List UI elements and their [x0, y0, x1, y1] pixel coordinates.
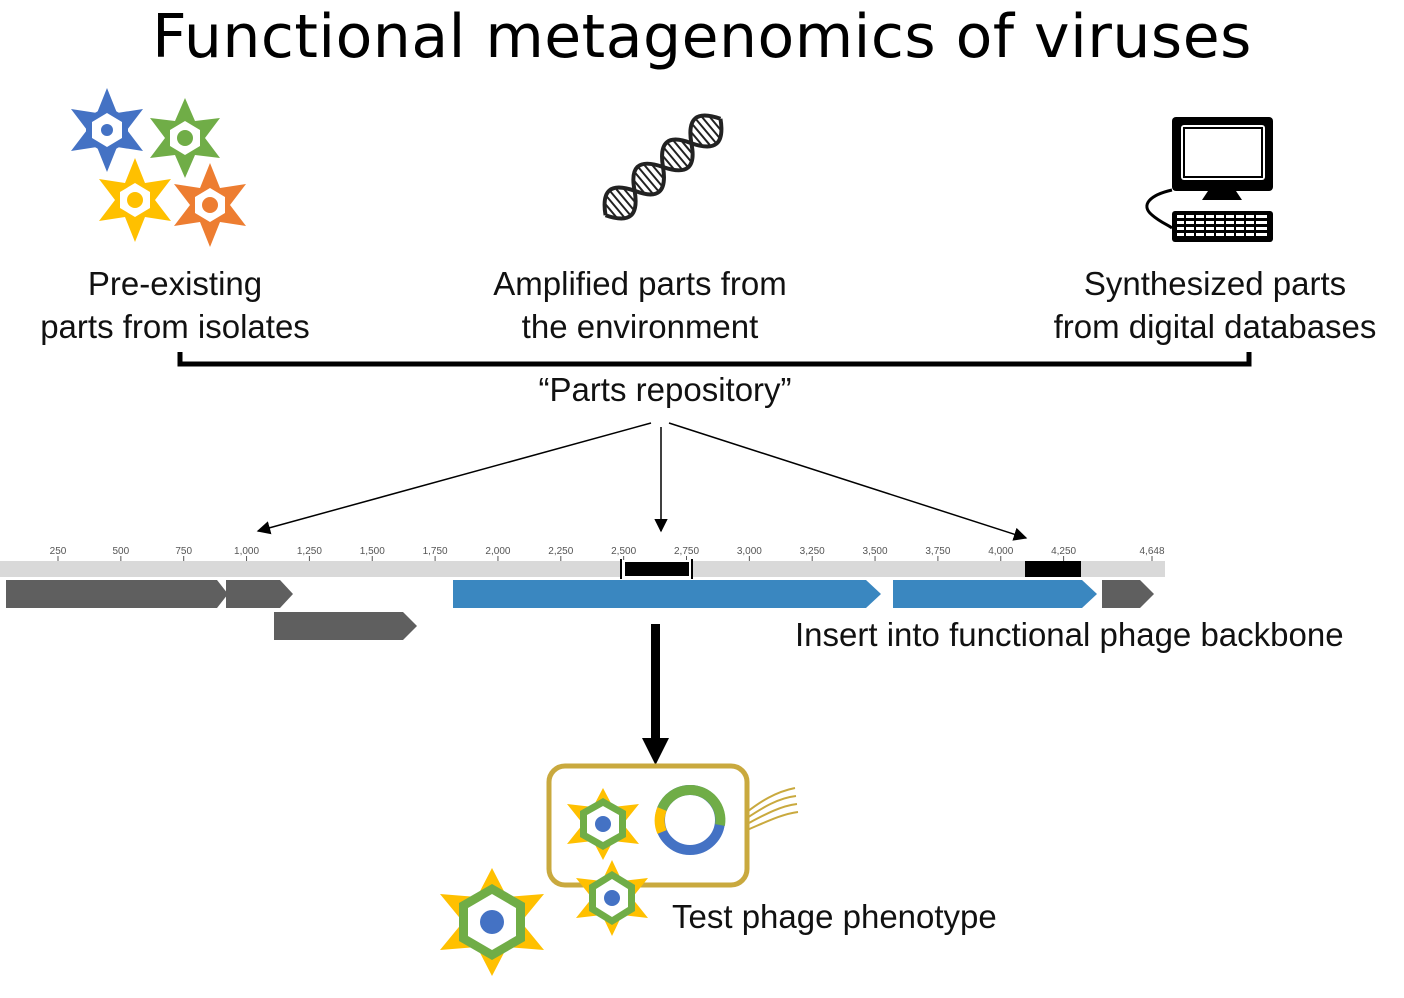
- viral-parts-icon: [71, 88, 246, 247]
- source-label-databases: Synthesized parts from digital databases: [1030, 262, 1400, 348]
- plasmid: [654, 784, 726, 855]
- ruler-tick-label: 4,648: [1139, 546, 1164, 557]
- phage-particle: [576, 860, 648, 936]
- gene-tracks: [6, 580, 1154, 640]
- ruler-tick-label: 1,250: [297, 546, 322, 557]
- label-line: Amplified parts from: [493, 265, 787, 302]
- blue-gene: [893, 580, 1097, 608]
- down-arrow: [642, 624, 669, 765]
- phenotype-label: Test phage phenotype: [672, 898, 997, 935]
- backbone-label: Insert into functional phage backbone: [795, 616, 1344, 653]
- ruler-tick-label: 1,000: [234, 546, 259, 557]
- gray-gene: [6, 580, 228, 608]
- ruler-tick-label: 1,500: [360, 546, 385, 557]
- ruler-tick-label: 250: [50, 546, 67, 557]
- label-line: from digital databases: [1053, 308, 1377, 345]
- repository-label: “Parts repository”: [538, 371, 792, 408]
- source-label-isolates: Pre-existing parts from isolates: [10, 262, 340, 348]
- phage-particle: [440, 868, 544, 976]
- blue-gene: [453, 580, 881, 608]
- ruler-tick-label: 2,500: [611, 546, 636, 557]
- ruler-tick-label: 3,750: [925, 546, 950, 557]
- label-line: parts from isolates: [40, 308, 310, 345]
- phage-particle: [567, 788, 639, 860]
- ruler-tick-label: 2,000: [485, 546, 510, 557]
- label-line: the environment: [521, 308, 759, 345]
- label-line: Pre-existing: [87, 265, 263, 302]
- ruler-tick-label: 1,750: [423, 546, 448, 557]
- repository-bracket: [177, 352, 1252, 367]
- insert-site-1: [625, 562, 689, 576]
- page-title: Functional metagenomics of viruses: [152, 2, 1252, 72]
- insert-site-2: [1025, 561, 1081, 577]
- gray-gene: [226, 580, 293, 608]
- ruler-tick-label: 3,250: [800, 546, 825, 557]
- bacterial-cell: [546, 763, 799, 888]
- gray-gene: [274, 612, 417, 640]
- computer-icon: [1145, 117, 1273, 242]
- ruler-tick-label: 2,750: [674, 546, 699, 557]
- ruler-ticks: 250 500 750 1,000 1,250 1,500 1,750 2,000 2,250 2…: [50, 546, 1165, 561]
- ruler-tick-label: 3,500: [863, 546, 888, 557]
- label-line: Synthesized parts: [1083, 265, 1347, 302]
- ruler-tick-label: 2,250: [548, 546, 573, 557]
- source-label-environment: Amplified parts from the environment: [460, 262, 820, 348]
- gray-gene: [1102, 580, 1154, 608]
- genome-ruler: 250 500 750 1,000 1,250 1,500 1,750 2,000 2,250 2…: [0, 546, 1165, 579]
- ruler-tick-label: 4,000: [988, 546, 1013, 557]
- dna-icon: [602, 113, 724, 221]
- ruler-tick-label: 4,250: [1051, 546, 1076, 557]
- ruler-tick-label: 500: [113, 546, 130, 557]
- insertion-arrows: [256, 422, 1028, 541]
- ruler-tick-label: 750: [175, 546, 192, 557]
- ruler-tick-label: 3,000: [737, 546, 762, 557]
